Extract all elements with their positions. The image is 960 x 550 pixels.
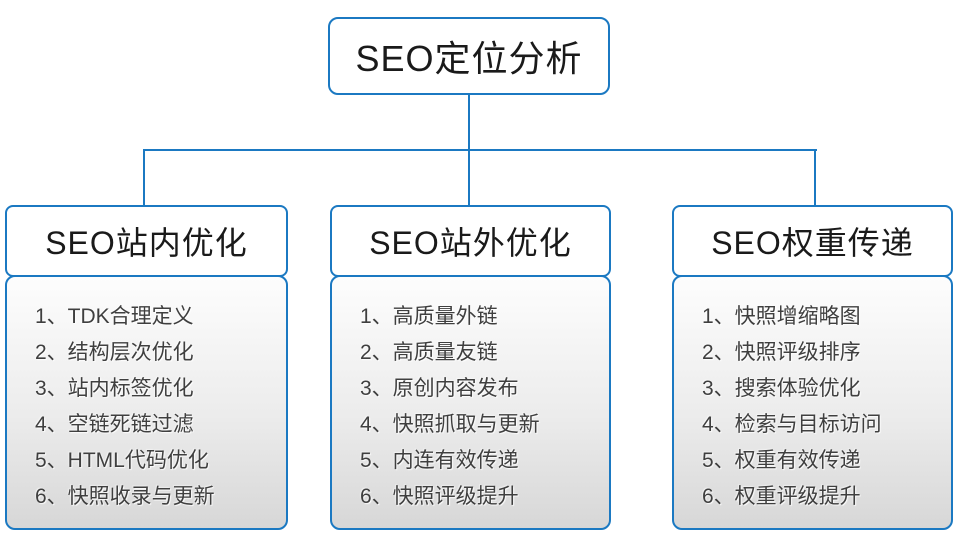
branch-header-label: SEO站内优化 <box>45 225 248 261</box>
branch-header-onsite: SEO站内优化 <box>5 205 288 277</box>
item-list: 1、高质量外链 2、高质量友链 3、原创内容发布 4、快照抓取与更新 5、内连有… <box>360 299 599 515</box>
list-item: 3、原创内容发布 <box>360 377 519 400</box>
branch-header-label: SEO站外优化 <box>369 225 572 261</box>
list-item: 6、快照评级提升 <box>360 485 519 508</box>
root-node-label: SEO定位分析 <box>355 38 583 79</box>
connector-drop-right <box>814 149 816 206</box>
list-item: 2、结构层次优化 <box>35 341 194 364</box>
list-item: 4、空链死链过滤 <box>35 413 194 436</box>
root-node-seo-positioning: SEO定位分析 <box>328 17 610 95</box>
connector-root-stem <box>468 95 470 151</box>
branch-weight-transfer: SEO权重传递 1、快照增缩略图 2、快照评级排序 3、搜索体验优化 4、检索与… <box>672 205 953 530</box>
list-item: 1、高质量外链 <box>360 305 498 328</box>
list-item: 4、快照抓取与更新 <box>360 413 540 436</box>
list-item: 1、快照增缩略图 <box>702 305 861 328</box>
branch-header-weight: SEO权重传递 <box>672 205 953 277</box>
list-item: 5、HTML代码优化 <box>35 449 209 472</box>
list-item: 4、检索与目标访问 <box>702 413 882 436</box>
branch-header-offsite: SEO站外优化 <box>330 205 611 277</box>
branch-list-offsite: 1、高质量外链 2、高质量友链 3、原创内容发布 4、快照抓取与更新 5、内连有… <box>330 275 611 530</box>
list-item: 5、内连有效传递 <box>360 449 519 472</box>
list-item: 3、站内标签优化 <box>35 377 194 400</box>
connector-horizontal-bar <box>143 149 817 151</box>
branch-onsite-optimization: SEO站内优化 1、TDK合理定义 2、结构层次优化 3、站内标签优化 4、空链… <box>5 205 288 530</box>
branch-list-weight: 1、快照增缩略图 2、快照评级排序 3、搜索体验优化 4、检索与目标访问 5、权… <box>672 275 953 530</box>
list-item: 3、搜索体验优化 <box>702 377 861 400</box>
item-list: 1、快照增缩略图 2、快照评级排序 3、搜索体验优化 4、检索与目标访问 5、权… <box>702 299 941 515</box>
branch-header-label: SEO权重传递 <box>711 225 914 261</box>
list-item: 2、快照评级排序 <box>702 341 861 364</box>
list-item: 6、权重评级提升 <box>702 485 861 508</box>
connector-drop-middle <box>468 149 470 206</box>
list-item: 5、权重有效传递 <box>702 449 861 472</box>
connector-drop-left <box>143 149 145 206</box>
branch-list-onsite: 1、TDK合理定义 2、结构层次优化 3、站内标签优化 4、空链死链过滤 5、H… <box>5 275 288 530</box>
list-item: 2、高质量友链 <box>360 341 498 364</box>
list-item: 6、快照收录与更新 <box>35 485 215 508</box>
list-item: 1、TDK合理定义 <box>35 305 194 328</box>
item-list: 1、TDK合理定义 2、结构层次优化 3、站内标签优化 4、空链死链过滤 5、H… <box>35 299 276 515</box>
branch-offsite-optimization: SEO站外优化 1、高质量外链 2、高质量友链 3、原创内容发布 4、快照抓取与… <box>330 205 611 530</box>
